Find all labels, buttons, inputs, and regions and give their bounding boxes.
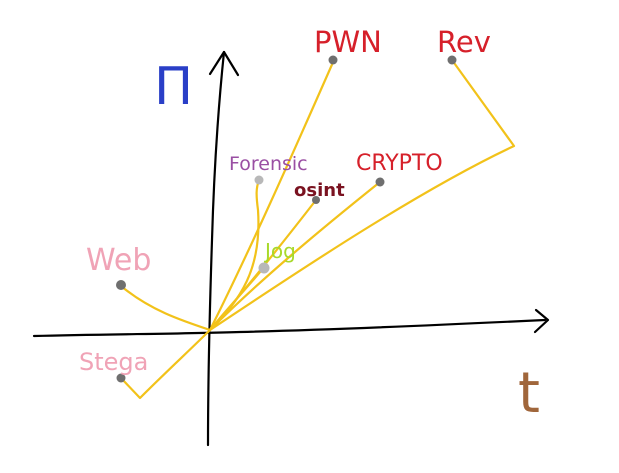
x-axis [32,318,547,338]
label-web: Web [86,243,151,278]
nodes [116,55,457,383]
line-web [119,284,212,332]
label-pwn: PWN [314,25,382,59]
label-osint: osint [294,180,345,201]
label-jog: Jog [263,239,296,263]
node-pwn [328,55,338,65]
line-pwn [208,58,336,332]
label-crypto: CRYPTO [356,151,443,176]
line-rev [208,58,516,332]
line-stega [119,328,212,400]
y-axis-symbol: Π [154,57,193,117]
x-axis-arrowhead [533,308,550,334]
node-rev [447,55,457,65]
y-axis [206,50,226,447]
x-axis-symbol: t [518,361,540,426]
node-forensic [254,175,264,185]
node-web [116,280,126,290]
node-jog [258,262,270,274]
label-forensic: Forensic [229,153,308,175]
node-stega [116,373,126,383]
axes [32,50,550,447]
label-rev: Rev [437,25,491,59]
node-crypto [375,177,385,187]
line-crypto [208,180,382,332]
label-stega: Stega [79,348,148,376]
y-axis-arrowhead [208,50,240,77]
node-osint [312,196,320,204]
